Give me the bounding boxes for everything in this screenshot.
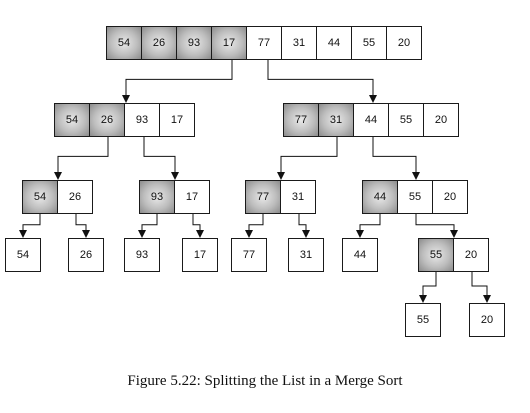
list-cell: 44 (362, 180, 398, 214)
list-cell: 26 (89, 103, 125, 137)
list-cell: 55 (405, 303, 441, 337)
list-cell: 93 (124, 103, 160, 137)
split-arrow (143, 137, 179, 180)
list-cell: 44 (342, 238, 378, 272)
split-arrow (415, 214, 458, 238)
split-arrow (19, 214, 41, 238)
split-arrow (245, 214, 264, 238)
split-arrow (356, 214, 381, 238)
split-arrow (54, 137, 109, 180)
list-cell: 20 (423, 103, 459, 137)
list-cell: 55 (397, 180, 433, 214)
figure-caption: Figure 5.22: Splitting the List in a Mer… (127, 373, 403, 389)
list-cell: 54 (5, 238, 41, 272)
split-arrow (277, 137, 338, 180)
list-cell: 77 (283, 103, 319, 137)
list-cell: 55 (388, 103, 424, 137)
list-cell: 31 (318, 103, 354, 137)
list-cell: 17 (182, 238, 218, 272)
list-cell: 20 (469, 303, 505, 337)
list-cell: 20 (453, 238, 489, 272)
list-cell: 31 (281, 26, 317, 60)
list-cell: 54 (22, 180, 58, 214)
list-cell: 31 (280, 180, 316, 214)
list-cell: 77 (246, 26, 282, 60)
split-arrow (138, 214, 158, 238)
list-cell: 93 (176, 26, 212, 60)
split-arrow (419, 272, 437, 303)
list-cell: 17 (159, 103, 195, 137)
split-arrow (75, 214, 90, 238)
list-cell: 77 (231, 238, 267, 272)
list-cell: 55 (418, 238, 454, 272)
list-cell: 26 (141, 26, 177, 60)
list-cell: 54 (54, 103, 90, 137)
list-cell: 26 (68, 238, 104, 272)
split-arrow (267, 60, 377, 103)
list-cell: 20 (386, 26, 422, 60)
list-cell: 54 (106, 26, 142, 60)
list-cell: 17 (174, 180, 210, 214)
list-cell: 93 (124, 238, 160, 272)
split-arrow (372, 137, 420, 180)
list-cell: 77 (245, 180, 281, 214)
list-cell: 55 (351, 26, 387, 60)
list-cell: 93 (139, 180, 175, 214)
list-cell: 26 (57, 180, 93, 214)
split-arrow (122, 60, 233, 103)
split-arrow (192, 214, 204, 238)
list-cell: 44 (316, 26, 352, 60)
split-arrow (471, 272, 491, 303)
list-cell: 44 (353, 103, 389, 137)
split-arrow (298, 214, 310, 238)
list-cell: 31 (288, 238, 324, 272)
list-cell: 20 (432, 180, 468, 214)
list-cell: 17 (211, 26, 247, 60)
